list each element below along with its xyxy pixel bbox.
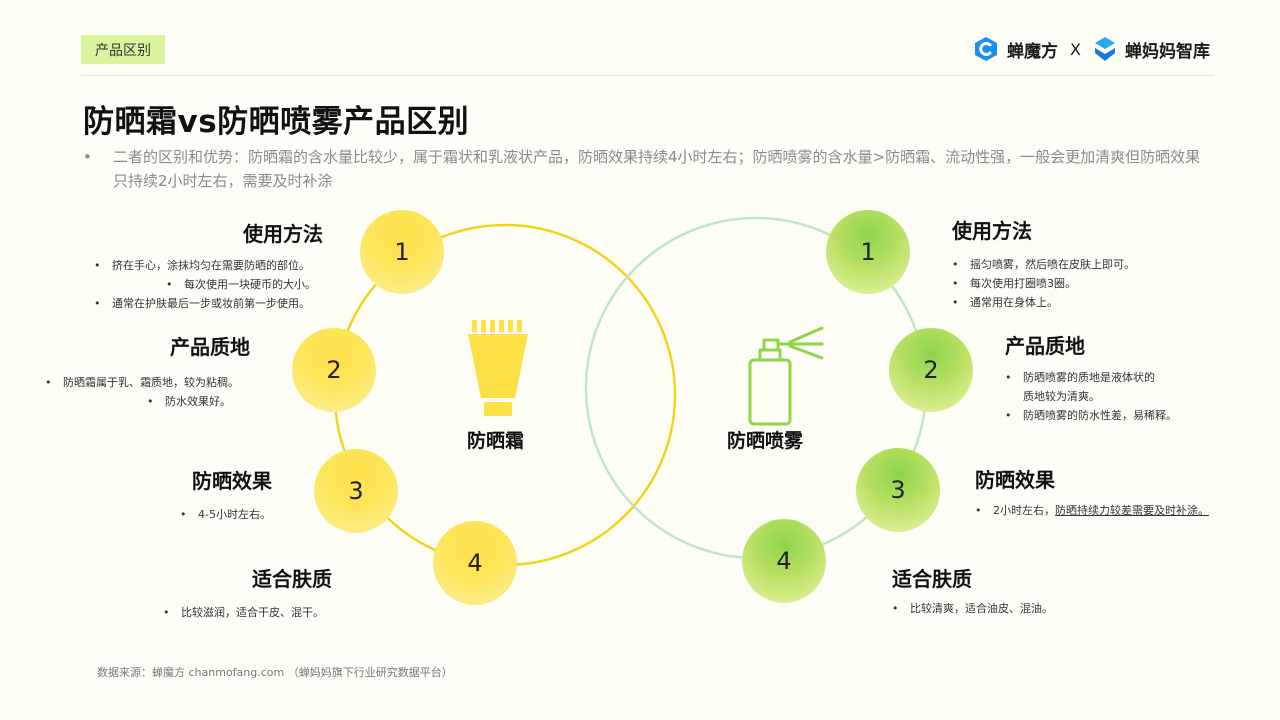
spray-bottle-icon: [748, 326, 824, 426]
list-item: 质地较为清爽。: [1023, 390, 1100, 403]
brand-logos: 蝉魔方 X 蝉妈妈智库: [973, 34, 1210, 64]
left-texture-heading: 产品质地: [170, 335, 250, 359]
list-item: 每次使用打圈喷3圈。: [952, 274, 1135, 293]
brand-right-name: 蝉妈妈智库: [1125, 41, 1210, 62]
list-item: 防水效果好。: [147, 392, 239, 411]
brand-left-name: 蝉魔方: [1007, 41, 1059, 62]
list-item: 4-5小时左右。: [180, 505, 271, 524]
right-skin-heading: 适合肤质: [892, 567, 972, 591]
list-item: 挤在手心，涂抹均匀在需要防晒的部位。: [94, 256, 316, 275]
left-skin-heading: 适合肤质: [252, 567, 332, 591]
left-product-name: 防晒霜: [467, 430, 525, 452]
list-item: 通常用在身体上。: [952, 293, 1135, 312]
left-step-4: 4: [433, 521, 517, 605]
chanmofang-logo-icon: [975, 37, 998, 61]
page-title: 防晒霜vs防晒喷雾产品区别: [83, 104, 470, 140]
right-product-name: 防晒喷雾: [727, 430, 804, 452]
left-texture-list: 防晒霜属于乳、霜质地，较为粘稠。 防水效果好。: [45, 373, 239, 411]
summary-body: 二者的区别和优势：防晒霜的含水量比较少，属于霜状和乳液状产品，防晒效果持续4小时…: [113, 148, 1201, 190]
right-usage-list: 摇匀喷雾，然后喷在皮肤上即可。 每次使用打圈喷3圈。 通常用在身体上。: [952, 255, 1135, 312]
left-effect-list: 4-5小时左右。: [180, 505, 271, 524]
effect-duration: 2小时左右，: [993, 504, 1055, 517]
right-effect-list: 2小时左右，防晒持续力较差需要及时补涂。: [975, 501, 1209, 520]
list-item: 防晒霜属于乳、霜质地，较为粘稠。: [45, 373, 239, 392]
effect-note: 防晒持续力较差需要及时补涂。: [1055, 504, 1209, 517]
right-texture-heading: 产品质地: [1005, 334, 1085, 358]
right-step-1: 1: [826, 210, 910, 294]
list-item: 每次使用一块硬币的大小。: [166, 275, 316, 294]
right-step-3: 3: [856, 448, 940, 532]
left-step-2: 2: [292, 328, 376, 412]
data-source: 数据来源：蝉魔方 chanmofang.com （蝉妈妈旗下行业研究数据平台）: [97, 666, 453, 679]
list-item: 比较滋润，适合干皮、混干。: [163, 603, 324, 622]
left-skin-list: 比较滋润，适合干皮、混干。: [163, 603, 324, 622]
right-step-2: 2: [889, 328, 973, 412]
list-item: 防晒喷雾的防水性差，易稀释。: [1005, 406, 1177, 425]
summary-text: • 二者的区别和优势：防晒霜的含水量比较少，属于霜状和乳液状产品，防晒效果持续4…: [83, 145, 1203, 193]
right-skin-list: 比较清爽，适合油皮、混油。: [892, 599, 1053, 618]
right-texture-list: 防晒喷雾的质地是液体状的 质地较为清爽。 防晒喷雾的防水性差，易稀释。: [1005, 368, 1177, 425]
left-usage-heading: 使用方法: [243, 222, 323, 246]
list-item: 防晒喷雾的质地是液体状的: [1005, 368, 1177, 387]
right-effect-heading: 防晒效果: [975, 468, 1055, 492]
list-item: 通常在护肤最后一步或妆前第一步使用。: [94, 294, 316, 313]
list-item: 比较清爽，适合油皮、混油。: [892, 599, 1053, 618]
left-step-3: 3: [314, 449, 398, 533]
left-effect-heading: 防晒效果: [192, 469, 272, 493]
list-item: 2小时左右，防晒持续力较差需要及时补涂。: [975, 501, 1209, 520]
brand-separator: X: [1070, 39, 1081, 59]
header-divider: [81, 75, 1214, 76]
right-step-4: 4: [742, 519, 826, 603]
left-step-1: 1: [360, 210, 444, 294]
list-item: 摇匀喷雾，然后喷在皮肤上即可。: [952, 255, 1135, 274]
chanmama-logo-icon: [1095, 37, 1115, 61]
summary-bullet: •: [83, 148, 92, 166]
right-usage-heading: 使用方法: [952, 219, 1032, 243]
sunscreen-tube-icon: [468, 320, 528, 416]
section-tag: 产品区别: [81, 35, 165, 64]
left-usage-list: 挤在手心，涂抹均匀在需要防晒的部位。 每次使用一块硬币的大小。 通常在护肤最后一…: [94, 256, 316, 313]
